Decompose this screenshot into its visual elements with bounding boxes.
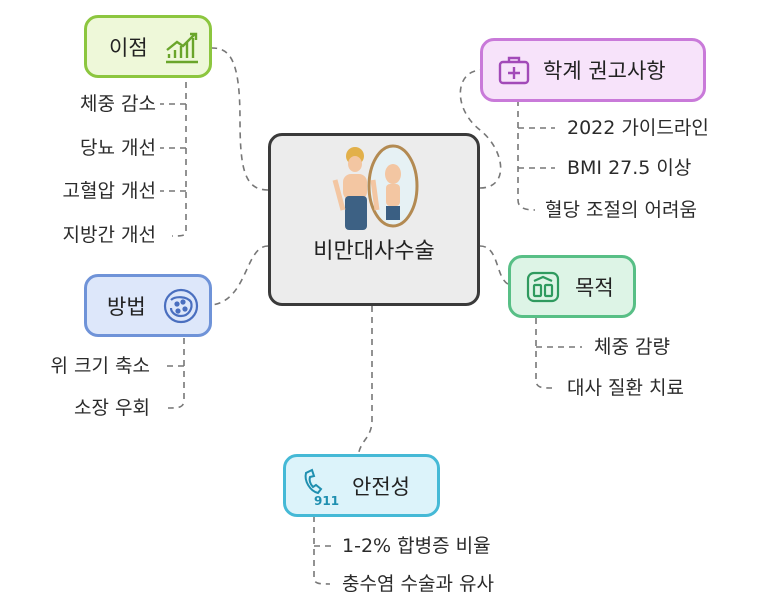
recommend-item: 혈당 조절의 어려움 bbox=[545, 199, 697, 221]
center-node: 비만대사수술 bbox=[268, 133, 480, 306]
phone-911-icon: 911 bbox=[304, 468, 339, 507]
medical-kit-icon bbox=[498, 56, 530, 85]
recommend-item: BMI 27.5 이상 bbox=[567, 157, 692, 179]
center-label: 비만대사수술 bbox=[313, 239, 435, 264]
recommend-node: 학계 권고사항 bbox=[480, 38, 706, 102]
safety-item: 1-2% 합병증 비율 bbox=[342, 535, 491, 557]
method-item: 위 크기 축소 bbox=[50, 355, 150, 377]
purpose-item: 대사 질환 치료 bbox=[567, 377, 684, 399]
scale-icon bbox=[526, 271, 560, 303]
benefits-title: 이점 bbox=[109, 35, 148, 60]
svg-text:911: 911 bbox=[314, 494, 339, 507]
recommend-item: 2022 가이드라인 bbox=[567, 117, 709, 139]
benefits-node: 이점 bbox=[84, 15, 212, 78]
method-title: 방법 bbox=[107, 294, 146, 319]
safety-title: 안전성 bbox=[352, 474, 410, 499]
recommend-title: 학계 권고사항 bbox=[543, 59, 666, 83]
stomach-icon bbox=[163, 288, 199, 324]
purpose-item: 체중 감량 bbox=[594, 336, 670, 358]
benefit-item: 고혈압 개선 bbox=[62, 180, 156, 202]
safety-item: 충수염 수술과 유사 bbox=[342, 573, 494, 595]
body-mirror-illustration bbox=[332, 144, 419, 230]
benefit-item: 지방간 개선 bbox=[62, 224, 156, 246]
method-item: 소장 우회 bbox=[74, 397, 150, 419]
method-node: 방법 bbox=[84, 274, 212, 337]
purpose-node: 목적 bbox=[508, 255, 636, 318]
benefit-item: 체중 감소 bbox=[80, 93, 156, 115]
rising-chart-icon bbox=[166, 32, 198, 64]
benefit-item: 당뇨 개선 bbox=[80, 137, 156, 159]
safety-node: 911 안전성 bbox=[283, 454, 440, 517]
purpose-title: 목적 bbox=[575, 275, 614, 300]
